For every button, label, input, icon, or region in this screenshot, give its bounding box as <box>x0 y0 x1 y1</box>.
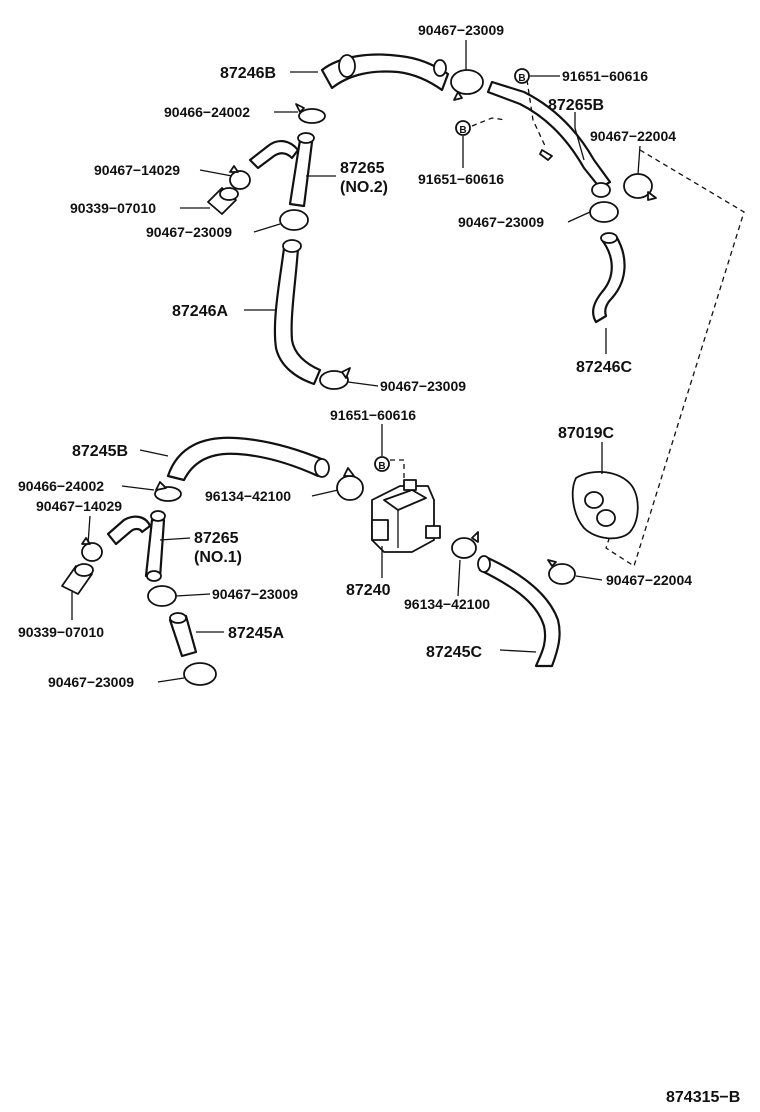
label-87240: 87240 <box>346 582 391 599</box>
pipe-87265-no2 <box>248 132 315 208</box>
part-labels: 87246B 90467−23009 91651−60616 87265B 90… <box>18 22 740 1106</box>
label-87265B: 87265B <box>548 97 604 114</box>
pipe-87265B <box>486 80 612 198</box>
cap-90339-07010-bottom <box>61 563 94 595</box>
svg-text:B: B <box>378 461 385 472</box>
label-90467-23009-c: 90467−23009 <box>458 214 544 230</box>
label-90467-23009-f: 90467−23009 <box>48 674 134 690</box>
label-87246A: 87246A <box>172 303 228 320</box>
hose-87245C <box>477 555 561 668</box>
label-90467-22004-top: 90467−22004 <box>590 128 676 144</box>
label-90467-14029-top: 90467−14029 <box>94 162 180 178</box>
b-marker-2: B <box>455 120 471 136</box>
clamp-90467-23009-b <box>279 209 309 231</box>
label-90466-24002-top: 90466−24002 <box>164 104 250 120</box>
cap-90339-07010-top <box>207 187 239 215</box>
label-90466-24002-bottom: 90466−24002 <box>18 478 104 494</box>
clamp-90467-23009-f <box>183 662 217 686</box>
label-90467-23009-top: 90467−23009 <box>418 22 504 38</box>
label-90467-23009-d: 90467−23009 <box>380 378 466 394</box>
clamp-96134-42100-a <box>336 467 364 501</box>
b-marker-1: B <box>514 68 530 84</box>
label-96134-42100-b: 96134−42100 <box>404 596 490 612</box>
label-87245C: 87245C <box>426 644 482 661</box>
clamp-90466-24002-bottom <box>154 481 182 502</box>
clamp-90467-22004-top <box>623 173 657 201</box>
label-91651-60616-c: 91651−60616 <box>330 407 416 423</box>
clamp-90467-22004-bottom <box>547 559 576 585</box>
hose-87246B <box>320 53 450 92</box>
clamp-90467-14029-top <box>229 165 251 190</box>
label-87265-no2-sub: (NO.2) <box>340 179 388 196</box>
hose-87245A <box>168 612 198 658</box>
label-87245A: 87245A <box>228 625 284 642</box>
clamp-90467-14029-bottom <box>81 537 103 562</box>
figure-code: 874315−B <box>666 1089 740 1106</box>
label-96134-42100-a: 96134−42100 <box>205 488 291 504</box>
svg-text:B: B <box>518 73 525 84</box>
clamp-90467-23009-e <box>147 585 177 607</box>
clamp-90467-23009-top <box>450 69 484 101</box>
label-90467-14029-bottom: 90467−14029 <box>36 498 122 514</box>
hose-87246C <box>592 232 626 324</box>
label-91651-60616-b: 91651−60616 <box>418 171 504 187</box>
label-90339-07010-top: 90339−07010 <box>70 200 156 216</box>
label-87265-no1: 87265 <box>194 530 239 547</box>
clamp-90467-23009-d <box>319 367 351 390</box>
label-90467-23009-e: 90467−23009 <box>212 586 298 602</box>
label-90467-22004-bottom: 90467−22004 <box>606 572 692 588</box>
label-87265-no1-sub: (NO.1) <box>194 549 242 566</box>
svg-text:B: B <box>459 125 466 136</box>
leader-lines <box>71 40 641 683</box>
hose-87246A <box>273 239 322 386</box>
label-87265-no2: 87265 <box>340 160 385 177</box>
clamp-90466-24002-top <box>295 103 326 124</box>
clamp-96134-42100-b <box>451 531 479 559</box>
label-90467-23009-b: 90467−23009 <box>146 224 232 240</box>
label-87246C: 87246C <box>576 359 632 376</box>
label-87019C: 87019C <box>558 425 614 442</box>
valve-87240 <box>371 479 441 553</box>
joint-87019C <box>571 471 639 540</box>
label-87245B: 87245B <box>72 443 128 460</box>
clamp-90467-23009-c <box>589 201 619 223</box>
hose-87245B <box>166 436 330 482</box>
b-marker-3: B <box>374 456 390 472</box>
pipe-87265-no1 <box>106 510 166 582</box>
label-87246B: 87246B <box>220 65 276 82</box>
label-91651-60616-a: 91651−60616 <box>562 68 648 84</box>
label-90339-07010-bottom: 90339−07010 <box>18 624 104 640</box>
